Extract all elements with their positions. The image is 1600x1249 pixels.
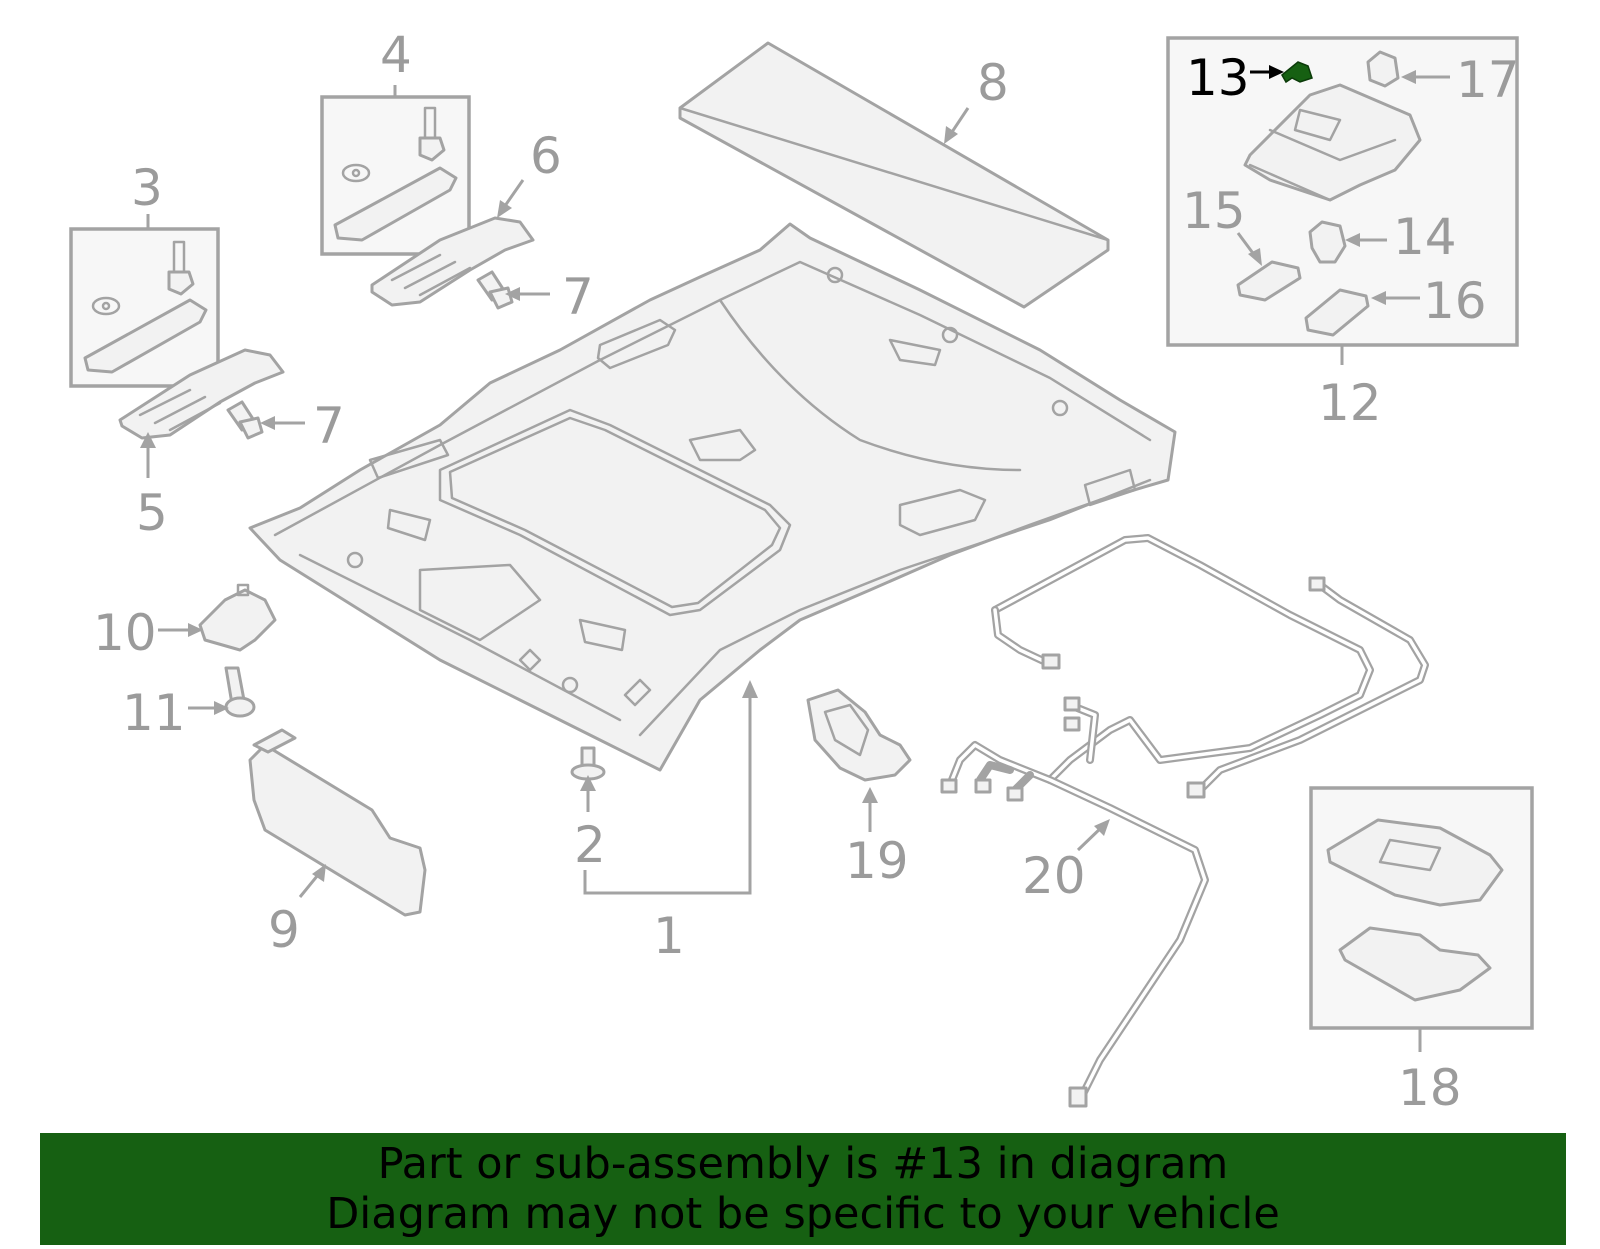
part-2-clip[interactable] <box>570 746 606 781</box>
banner-line-1: Part or sub-assembly is #13 in diagram <box>377 1139 1229 1189</box>
part-12-console[interactable] <box>1243 83 1422 202</box>
callout-14: 14 <box>1393 208 1457 266</box>
callout-2: 2 <box>574 816 606 874</box>
callout-5: 5 <box>136 484 168 542</box>
part-11-screw[interactable] <box>224 666 256 718</box>
part-8-roof-pad[interactable] <box>678 41 1110 309</box>
part-3-contents[interactable] <box>83 240 208 374</box>
part-13-highlighted-clip[interactable] <box>1281 61 1313 84</box>
callout-1: 1 <box>653 907 685 965</box>
callout-12: 12 <box>1318 374 1382 432</box>
part-18-dome-lamp[interactable] <box>1326 818 1504 1002</box>
part-10-visor-holder[interactable] <box>198 583 277 652</box>
part-20-wiring-harness[interactable] <box>940 534 1429 1108</box>
leader-lines <box>140 65 1450 898</box>
part-15-lens[interactable] <box>1236 260 1302 302</box>
callout-9: 9 <box>268 901 300 959</box>
callout-labels: 1 2 3 4 5 6 7 7 8 9 10 11 12 13 14 15 16… <box>93 26 1520 1117</box>
part-14-bulb[interactable] <box>1308 220 1347 264</box>
callout-20: 20 <box>1022 847 1086 905</box>
callout-16: 16 <box>1423 272 1487 330</box>
callout-11: 11 <box>122 684 186 742</box>
callout-15: 15 <box>1182 182 1246 240</box>
part-9-sun-visor[interactable] <box>248 728 427 917</box>
callout-4: 4 <box>380 26 412 84</box>
part-7b-bolt[interactable] <box>226 400 264 440</box>
part-6-bracket[interactable] <box>370 216 535 307</box>
callout-7b: 7 <box>313 397 345 455</box>
callout-18: 18 <box>1398 1059 1462 1117</box>
part-5-bracket[interactable] <box>118 348 285 440</box>
callout-10: 10 <box>93 604 157 662</box>
callout-17: 17 <box>1456 51 1520 109</box>
part-1-headliner[interactable] <box>248 222 1177 772</box>
part-16-lens[interactable] <box>1304 288 1370 337</box>
callout-6: 6 <box>530 127 562 185</box>
callout-19: 19 <box>845 832 909 890</box>
part-7a-bolt[interactable] <box>476 270 514 310</box>
info-banner: Part or sub-assembly is #13 in diagram D… <box>40 1133 1566 1245</box>
callout-3: 3 <box>131 159 163 217</box>
callout-13: 13 <box>1186 49 1250 107</box>
callout-7a: 7 <box>562 268 594 326</box>
part-4-contents[interactable] <box>333 106 458 242</box>
part-19-lamp[interactable] <box>806 688 912 782</box>
callout-8: 8 <box>977 54 1009 112</box>
banner-line-2: Diagram may not be specific to your vehi… <box>326 1189 1280 1239</box>
part-17-clip[interactable] <box>1366 50 1400 88</box>
